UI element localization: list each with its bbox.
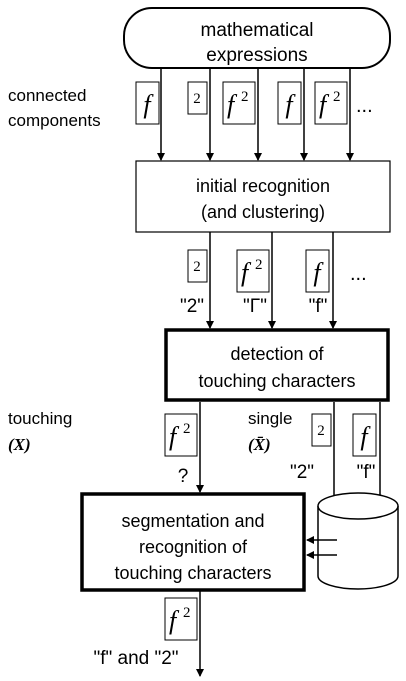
glyph-2: 2 — [193, 259, 201, 275]
glyph-f2-2: 2 — [241, 89, 249, 105]
glyph-box-single-2: 2 — [311, 413, 332, 447]
single-label: single — [248, 409, 292, 428]
connected-label-line1: connected — [8, 86, 86, 105]
top-box-line1: mathematical — [201, 20, 314, 41]
glyph-f2-2: 2 — [183, 421, 191, 437]
output-label: "f" and "2" — [93, 648, 178, 669]
touching-result: ? — [178, 466, 189, 487]
row2-ellipsis: ... — [350, 263, 367, 285]
glyph-f: f — [360, 422, 371, 451]
glyph-box-row1-1: f — [135, 81, 160, 125]
segmentation-box — [80, 492, 306, 592]
single-label-2: "2" — [290, 462, 314, 483]
glyph-box-row2-2: f 2 — [236, 249, 270, 293]
detection-box — [164, 328, 390, 402]
single-label-f: "f" — [357, 462, 376, 483]
glyph-f2-f: f — [169, 606, 180, 635]
connected-label-line2: components — [8, 111, 101, 130]
glyph-f2-2: 2 — [183, 605, 191, 621]
row1-ellipsis: ... — [356, 95, 373, 117]
input-terminal-box — [123, 7, 391, 69]
detect-box-line1: detection of — [230, 344, 324, 364]
database-cylinder — [317, 492, 399, 590]
glyph-box-row1-4: f — [277, 81, 302, 125]
single-symbol: (X̄) — [248, 435, 271, 454]
glyph-f2-f: f — [227, 90, 238, 119]
glyph-2: 2 — [317, 423, 325, 439]
glyph-box-row2-1: 2 — [187, 249, 208, 283]
segment-box-line3: touching characters — [114, 563, 271, 583]
glyph-box-single-f: f — [352, 413, 377, 457]
glyph-f: f — [313, 258, 324, 287]
glyph-2: 2 — [193, 91, 201, 107]
glyph-box-row1-3: f 2 — [222, 81, 256, 125]
glyph-f2-f: f — [241, 258, 252, 287]
segment-box-line1: segmentation and — [121, 511, 264, 531]
glyph-box-row2-3: f — [305, 249, 330, 293]
glyph-f2-2: 2 — [333, 89, 341, 105]
glyph-f2-2: 2 — [255, 257, 263, 273]
initial-box-line2: (and clustering) — [201, 202, 325, 222]
touching-label: touching — [8, 409, 72, 428]
top-box-line2: expressions — [206, 45, 307, 66]
label-gamma: "Γ" — [243, 296, 267, 317]
glyph-f2-f: f — [169, 422, 180, 451]
glyph-box-touching: f 2 — [164, 413, 198, 457]
initial-box-line1: initial recognition — [196, 176, 330, 196]
glyph-box-output: f 2 — [164, 597, 198, 641]
detect-box-line2: touching characters — [198, 371, 355, 391]
glyph-f2-f: f — [319, 90, 330, 119]
label-f: "f" — [309, 296, 328, 317]
glyph-f: f — [143, 90, 154, 119]
initial-recognition-box — [135, 160, 391, 233]
label-2: "2" — [180, 296, 204, 317]
glyph-f: f — [285, 90, 296, 119]
glyph-box-row1-5: f 2 — [314, 81, 348, 125]
touching-symbol: (X) — [8, 435, 31, 454]
glyph-box-row1-2: 2 — [187, 81, 208, 115]
segment-box-line2: recognition of — [139, 537, 248, 557]
